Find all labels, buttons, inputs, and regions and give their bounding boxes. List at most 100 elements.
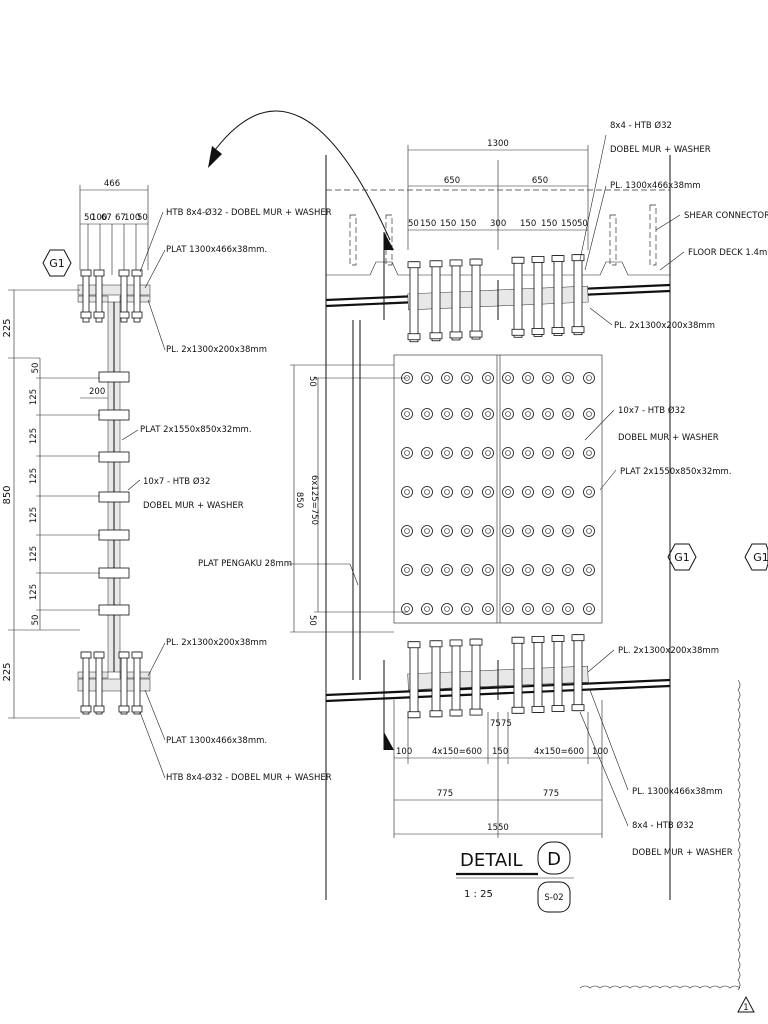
dim-top-0: 50 bbox=[84, 213, 95, 223]
svg-text:G1: G1 bbox=[674, 551, 690, 564]
title-scale: 1 : 25 bbox=[464, 889, 493, 900]
dim-200: 200 bbox=[89, 387, 105, 397]
web-bolt-core bbox=[565, 375, 571, 381]
r-label-htb-web-1: 10x7 - HTB Ø32 bbox=[618, 405, 685, 416]
dim-left-850: 850 bbox=[2, 485, 13, 504]
dim-bolt-7: 150 bbox=[561, 219, 577, 229]
label-htb-top: HTB 8x4-Ø32 - DOBEL MUR + WASHER bbox=[166, 207, 332, 218]
dim-inner-3: 125 bbox=[29, 468, 39, 484]
web-bolt bbox=[421, 486, 433, 498]
web-bolt bbox=[522, 603, 534, 615]
shear-connectors bbox=[349, 204, 657, 266]
web-bolt bbox=[502, 603, 514, 615]
web-bolt bbox=[401, 486, 413, 498]
web-bolt-core bbox=[586, 375, 592, 381]
web-bolt bbox=[421, 447, 433, 459]
dim-web-50-bot: 50 bbox=[307, 615, 317, 626]
dim-left-225-top: 225 bbox=[2, 318, 13, 337]
dim-1300: 1300 bbox=[487, 139, 509, 149]
web-bolt-core bbox=[485, 450, 491, 456]
grid-marker-g1-right: G1 bbox=[744, 543, 768, 571]
flange-bolt bbox=[513, 256, 523, 338]
web-bolt-core bbox=[586, 606, 592, 612]
web-bolt bbox=[482, 486, 494, 498]
web-bolt-core bbox=[464, 606, 470, 612]
web-bolt-core bbox=[545, 567, 551, 573]
web-bolt bbox=[461, 525, 473, 537]
bolt-nut bbox=[551, 705, 565, 712]
label-pl-bot: PL. 2x1300x200x38mm bbox=[166, 638, 267, 648]
web-bolt bbox=[482, 408, 494, 420]
web-bolt-core bbox=[545, 606, 551, 612]
web-bolt-core bbox=[565, 450, 571, 456]
dim-web-50-top: 50 bbox=[307, 376, 317, 387]
break-line bbox=[579, 679, 741, 991]
dim-inner-5: 125 bbox=[29, 546, 39, 562]
bolt-nut bbox=[571, 254, 585, 262]
flange-bolt bbox=[431, 640, 441, 718]
bolt-nut bbox=[469, 708, 483, 716]
web-bolt bbox=[421, 372, 433, 384]
flange-bolt bbox=[409, 641, 419, 719]
web-bolt-core bbox=[485, 375, 491, 381]
web-bolt bbox=[421, 525, 433, 537]
web-bolt bbox=[441, 408, 453, 420]
r-label-shear: SHEAR CONNECTOR bbox=[684, 211, 768, 221]
bolt-nut bbox=[407, 333, 421, 341]
flange-bolt bbox=[513, 636, 523, 714]
web-bolt bbox=[542, 372, 554, 384]
web-bolt-core bbox=[565, 528, 571, 534]
bolt-nut bbox=[551, 635, 565, 642]
web-plate bbox=[393, 354, 603, 624]
dim-top-2: 67 bbox=[101, 213, 112, 223]
dim-650-left: 650 bbox=[444, 176, 460, 186]
flange-bolt bbox=[409, 261, 419, 343]
r-label-deck: FLOOR DECK 1.4mm bbox=[688, 248, 768, 258]
web-bolt-core bbox=[565, 489, 571, 495]
left-bottom-bolts bbox=[80, 651, 143, 715]
dim-web-750: 6x125=750 bbox=[309, 475, 319, 525]
web-bolt bbox=[421, 603, 433, 615]
web-bolt bbox=[401, 525, 413, 537]
web-bolt bbox=[562, 564, 574, 576]
web-bolt-core bbox=[586, 528, 592, 534]
flange-bolt bbox=[553, 255, 563, 336]
web-bolt-core bbox=[464, 450, 470, 456]
web-bolt-core bbox=[424, 375, 430, 381]
web-bolt-core bbox=[444, 567, 450, 573]
bolt-nut bbox=[469, 638, 483, 646]
web-bolt-core bbox=[565, 411, 571, 417]
bolt-nut bbox=[511, 706, 525, 714]
web-bolt-core bbox=[464, 567, 470, 573]
web-bolt bbox=[583, 486, 595, 498]
web-bolt bbox=[401, 564, 413, 576]
web-bolt bbox=[421, 408, 433, 420]
web-bolt bbox=[502, 486, 514, 498]
dim-b-1: 4x150=600 bbox=[432, 747, 482, 757]
flange-bolt bbox=[431, 260, 441, 342]
web-bolt-core bbox=[505, 375, 511, 381]
left-section-view: G1 466 50 100 67 67 100 50 bbox=[2, 179, 359, 783]
web-bolt-core bbox=[424, 528, 430, 534]
dim-466: 466 bbox=[104, 179, 120, 189]
web-bolt bbox=[522, 486, 534, 498]
web-bolt bbox=[542, 408, 554, 420]
bolt-nut bbox=[469, 258, 483, 266]
flange-bolt bbox=[573, 634, 583, 712]
web-bolt-core bbox=[545, 411, 551, 417]
right-elevation-view: 1300 650 650 50 150 150 150 300 150 150 … bbox=[290, 120, 768, 900]
r-label-htb-top-1: 8x4 - HTB Ø32 bbox=[610, 120, 672, 131]
flange-bolt bbox=[451, 639, 461, 717]
bolt-nut bbox=[531, 328, 545, 335]
bolt-nut bbox=[449, 259, 463, 267]
web-bolt bbox=[502, 564, 514, 576]
web-bolt bbox=[461, 372, 473, 384]
web-bolt-core bbox=[404, 450, 410, 456]
grid-marker-g1-mid: G1 bbox=[667, 543, 697, 571]
bolt-nut bbox=[429, 260, 443, 268]
web-bolt-core bbox=[505, 489, 511, 495]
web-bolt bbox=[461, 447, 473, 459]
flange-bolt bbox=[553, 635, 563, 712]
flange-bolt bbox=[573, 254, 583, 336]
